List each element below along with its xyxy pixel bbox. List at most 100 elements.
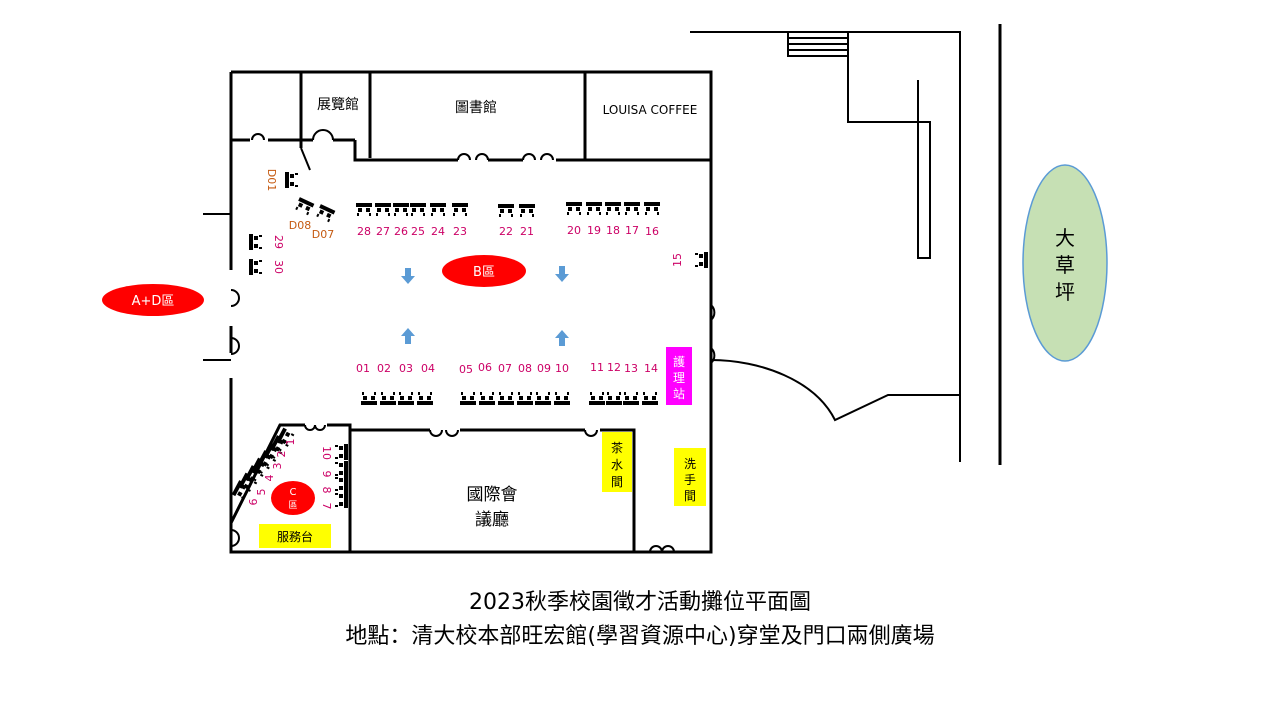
room-conference-hall: 國際會 xyxy=(467,485,518,505)
booth-d08: D08 xyxy=(289,219,311,232)
booth-table-icon xyxy=(642,392,658,405)
booth-table-icon xyxy=(589,392,605,405)
booth-08: 08 xyxy=(518,362,532,375)
booth-table-icon xyxy=(695,252,708,268)
svg-text:A+D區: A+D區 xyxy=(132,294,175,309)
booth-c8: 8 xyxy=(320,487,333,494)
booth-table-icon xyxy=(624,202,640,215)
restroom-label: 洗 手 間 xyxy=(674,448,706,506)
booth-table-icon xyxy=(430,203,446,216)
booth-c7: 7 xyxy=(320,503,333,510)
booth-table-icon xyxy=(335,476,348,492)
booth-c3: 3 xyxy=(271,463,284,470)
lawn: 大 草 坪 xyxy=(1022,164,1108,362)
lawn-label: 草 xyxy=(1055,253,1075,277)
booth-05: 05 xyxy=(459,363,473,376)
booth-18: 18 xyxy=(606,224,620,237)
booth-table-icon xyxy=(519,204,535,217)
booth-04: 04 xyxy=(421,362,435,375)
booth-14: 14 xyxy=(644,362,658,375)
booth-table-icon xyxy=(498,392,514,405)
booth-table-icon xyxy=(605,202,621,215)
booth-numbers: D01 D08 D07 28 27 26 25 24 23 22 21 20 1… xyxy=(247,169,684,510)
svg-text:洗: 洗 xyxy=(684,457,696,471)
room-conference-hall: 議廳 xyxy=(475,510,509,530)
zone-b-marker: B區 xyxy=(442,255,526,287)
booth-table-icon xyxy=(554,392,570,405)
booth-table-icon xyxy=(316,204,336,223)
booth-table-icon xyxy=(335,444,348,460)
booth-19: 19 xyxy=(587,224,601,237)
booth-c9: 9 xyxy=(320,471,333,478)
booth-c2: 2 xyxy=(275,451,288,458)
booth-table-icon xyxy=(644,202,660,215)
booth-table-icon xyxy=(452,203,468,216)
booth-17: 17 xyxy=(625,224,639,237)
booth-table-icon xyxy=(231,480,251,500)
booth-27: 27 xyxy=(376,225,390,238)
booth-table-icon xyxy=(606,392,622,405)
booth-table-icon xyxy=(586,202,602,215)
booth-table-icon xyxy=(393,203,409,216)
booth-02: 02 xyxy=(377,362,391,375)
booth-30: 30 xyxy=(272,260,285,274)
booth-table-icon xyxy=(356,203,372,216)
map-title: 2023秋季校園徵才活動攤位平面圖 xyxy=(469,590,811,615)
booth-table-icon xyxy=(375,203,391,216)
booth-table-icon xyxy=(479,392,495,405)
room-exhibition-hall: 展覽館 xyxy=(317,96,359,113)
lawn-label: 大 xyxy=(1055,226,1075,250)
svg-text:B區: B區 xyxy=(473,265,495,280)
booth-table-icon xyxy=(295,197,315,216)
building-walls xyxy=(203,70,713,554)
zone-ad-marker: A+D區 xyxy=(102,284,204,316)
booth-table-icon xyxy=(335,492,348,508)
booth-28: 28 xyxy=(357,225,371,238)
booth-03: 03 xyxy=(399,362,413,375)
booth-15: 15 xyxy=(671,253,684,267)
svg-text:茶: 茶 xyxy=(611,440,623,455)
booth-c6: 6 xyxy=(247,499,260,506)
booth-c4: 4 xyxy=(263,475,276,482)
booth-07: 07 xyxy=(498,362,512,375)
booth-table-icon xyxy=(566,202,582,215)
map-location: 地點：清大校本部旺宏館(學習資源中心)穿堂及門口兩側廣場 xyxy=(345,624,935,649)
booth-16: 16 xyxy=(645,225,659,238)
booth-d07: D07 xyxy=(312,228,334,241)
booth-c1: 1 xyxy=(284,439,297,446)
booth-10: 10 xyxy=(555,362,569,375)
booth-table-icon xyxy=(460,392,476,405)
nurse-station-label: 護 理 站 xyxy=(666,347,692,405)
booth-table-icon xyxy=(498,204,514,217)
lawn-label: 坪 xyxy=(1055,280,1075,304)
booth-d01: D01 xyxy=(265,169,278,191)
booth-table-icon xyxy=(249,234,262,250)
booth-24: 24 xyxy=(431,225,445,238)
booth-20: 20 xyxy=(567,224,581,237)
svg-text:手: 手 xyxy=(684,473,696,487)
room-louisa-coffee: LOUISA COFFEE xyxy=(603,103,698,117)
booth-22: 22 xyxy=(499,225,513,238)
booth-13: 13 xyxy=(624,362,638,375)
svg-text:區: 區 xyxy=(288,500,297,511)
booth-06: 06 xyxy=(478,361,492,374)
booth-table-icon xyxy=(623,392,639,405)
arrow-up-icon xyxy=(555,330,569,346)
booth-table-icon xyxy=(398,392,414,405)
booth-table-icon xyxy=(380,392,396,405)
svg-text:C: C xyxy=(290,487,297,498)
booth-table-icon xyxy=(517,392,533,405)
booth-01: 01 xyxy=(356,362,370,375)
booth-29: 29 xyxy=(272,235,285,249)
booth-table-icon xyxy=(535,392,551,405)
booth-26: 26 xyxy=(394,225,408,238)
booth-c5: 5 xyxy=(255,489,268,496)
booth-table-icon xyxy=(285,172,298,188)
booth-09: 09 xyxy=(537,362,551,375)
booth-c10: 10 xyxy=(320,446,333,460)
booth-21: 21 xyxy=(520,225,534,238)
lawn-ellipse xyxy=(1022,164,1108,362)
flow-arrows xyxy=(401,266,569,346)
booth-table-icon xyxy=(410,203,426,216)
